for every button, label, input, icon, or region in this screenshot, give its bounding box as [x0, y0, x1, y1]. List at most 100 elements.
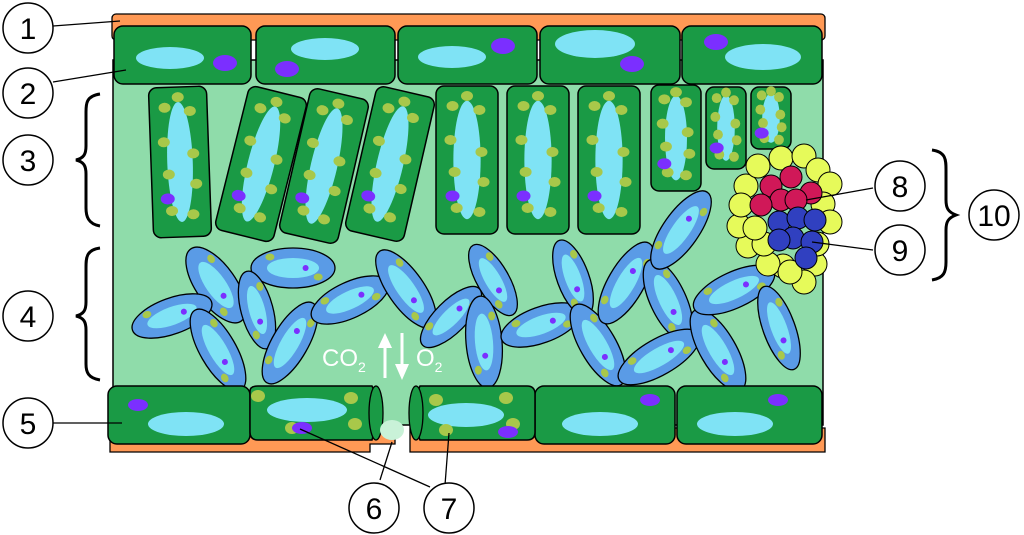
- chloroplast: [775, 297, 783, 307]
- nucleus: [292, 422, 312, 434]
- lower-epidermis: [107, 385, 823, 445]
- chloroplast: [477, 177, 490, 187]
- vacuole: [555, 30, 635, 58]
- label-text: 2: [20, 78, 37, 111]
- brace-vascular: [931, 148, 961, 282]
- spongy-cell: [757, 285, 801, 371]
- label-text: 5: [20, 408, 37, 441]
- gas-exchange: CO2 O2: [322, 333, 443, 380]
- chloroplast: [398, 96, 411, 107]
- chloroplast: [446, 101, 459, 111]
- chloroplast: [251, 390, 265, 402]
- chloroplast: [316, 105, 329, 116]
- chloroplast: [680, 97, 692, 108]
- chloroplast: [340, 114, 353, 126]
- nucleus: [160, 193, 175, 205]
- chloroplast: [682, 346, 692, 354]
- chloroplast: [776, 122, 787, 133]
- palisade-cell: [650, 84, 702, 192]
- nucleus: [742, 281, 749, 288]
- guard-cell: [249, 385, 378, 441]
- chloroplast: [207, 254, 215, 264]
- nucleus: [685, 215, 692, 222]
- chloroplast: [278, 113, 291, 124]
- chloroplast: [425, 322, 434, 331]
- nucleus: [780, 337, 787, 344]
- bundle-sheath-cell: [728, 192, 754, 218]
- spongy-cell: [250, 247, 336, 289]
- chloroplast: [683, 148, 696, 159]
- spongy-cell: [261, 301, 319, 385]
- nucleus: [482, 352, 489, 359]
- brace-spongy: [75, 246, 101, 382]
- chloroplast: [344, 392, 358, 404]
- upper-epidermis-cell: [113, 25, 252, 85]
- chloroplast: [660, 141, 672, 152]
- chloroplast: [668, 323, 676, 332]
- nucleus: [754, 127, 769, 139]
- chloroplast: [615, 207, 628, 217]
- chloroplast: [254, 103, 267, 114]
- chloroplast: [372, 135, 385, 146]
- chloroplast: [511, 319, 521, 328]
- chloroplast: [627, 357, 637, 365]
- chloroplast: [221, 373, 229, 383]
- chloroplast: [183, 105, 196, 116]
- upper-epidermis-cell: [255, 25, 396, 85]
- vacuole: [136, 47, 204, 69]
- chloroplast: [544, 105, 557, 115]
- chloroplast: [729, 151, 739, 162]
- label-4: 4: [2, 290, 54, 342]
- chloroplast: [680, 170, 692, 181]
- chloroplast: [586, 135, 599, 145]
- vascular-bundle: [726, 143, 843, 295]
- chloroplast: [544, 207, 557, 217]
- chloroplast: [755, 104, 766, 115]
- label-text: 10: [977, 200, 1010, 233]
- nucleus: [221, 358, 228, 365]
- chloroplast: [710, 318, 718, 328]
- label-5: 5: [2, 397, 54, 449]
- chloroplast: [265, 184, 278, 195]
- nucleus: [601, 353, 608, 360]
- chloroplast: [142, 310, 152, 319]
- xylem-cell: [749, 193, 773, 217]
- chloroplast: [210, 318, 218, 328]
- chloroplast: [775, 109, 786, 120]
- chloroplast: [240, 167, 253, 178]
- chloroplast: [731, 135, 742, 146]
- guard-cell-lip: [408, 385, 424, 441]
- chloroplast: [187, 148, 200, 159]
- nucleus: [498, 426, 518, 438]
- nucleus: [670, 308, 677, 315]
- spongy-cell: [185, 246, 247, 324]
- nucleus: [128, 399, 148, 411]
- chloroplast: [563, 320, 572, 328]
- chloroplast: [601, 368, 609, 378]
- label-text: 8: [892, 171, 909, 204]
- guard-cell-lip: [368, 385, 384, 441]
- vacuole: [291, 38, 359, 60]
- upper-epidermis-cell: [539, 25, 681, 85]
- nucleus: [275, 61, 299, 77]
- chloroplast: [399, 154, 412, 165]
- chloroplast: [406, 112, 419, 124]
- chloroplast: [699, 207, 708, 217]
- co2-label: CO2: [322, 345, 366, 375]
- nucleus: [640, 394, 660, 406]
- label-text: 6: [366, 493, 383, 526]
- nucleus: [220, 292, 227, 299]
- chloroplast: [444, 135, 457, 145]
- chloroplast: [654, 240, 663, 250]
- chloroplast: [270, 154, 283, 165]
- chloroplast: [494, 300, 503, 309]
- chloroplast: [590, 167, 603, 177]
- chloroplast: [303, 169, 316, 181]
- bundle-sheath-cell: [777, 259, 803, 285]
- phloem-cell: [767, 228, 791, 252]
- label-text: 9: [892, 235, 909, 268]
- palisade-cell: [577, 85, 641, 235]
- nucleus: [410, 297, 417, 304]
- chloroplast: [548, 177, 561, 187]
- chloroplast: [615, 105, 628, 115]
